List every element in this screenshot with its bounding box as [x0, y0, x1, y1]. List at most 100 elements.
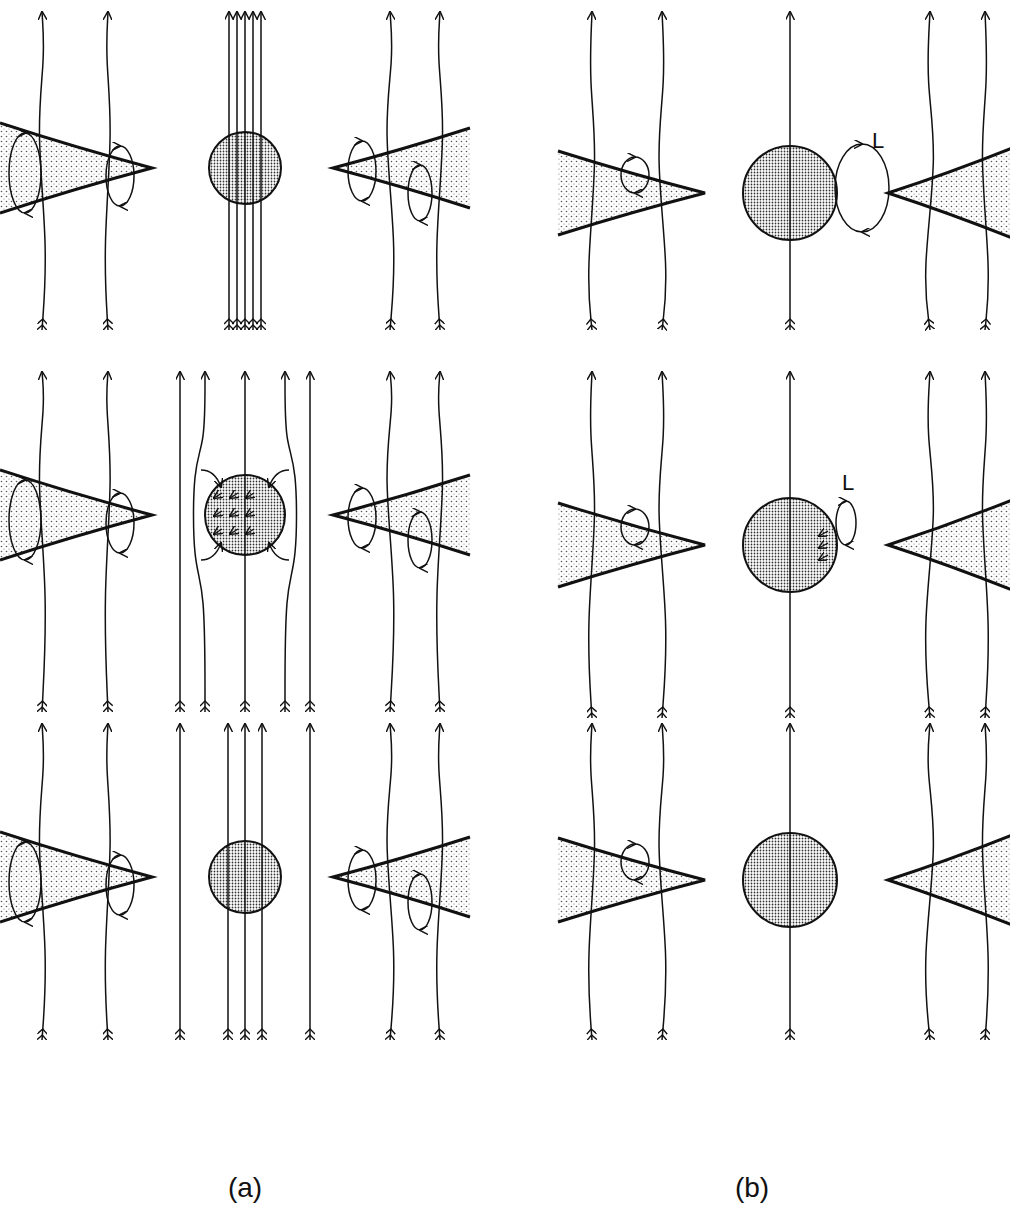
flux-line: [659, 372, 666, 718]
flux-loop: [9, 133, 25, 213]
flux-line: [260, 12, 262, 330]
current-arrow: [214, 493, 222, 498]
flux-loop: [835, 144, 862, 232]
drawing: [0, 12, 1010, 1040]
flux-line: [926, 372, 934, 718]
current-arrow: [214, 529, 222, 534]
superconductor-wedge: [0, 123, 152, 213]
flux-loop: [408, 874, 420, 930]
current-arrow: [819, 543, 828, 548]
flux-line: [982, 724, 988, 1040]
flux-loop: [106, 493, 120, 553]
wedge-outline: [333, 128, 470, 208]
superconductor-wedge: [333, 837, 470, 917]
current-arrow: [214, 511, 222, 516]
flux-line: [244, 724, 246, 1040]
superconductor-wedge: [888, 148, 1010, 238]
flux-loop: [25, 133, 41, 213]
flux-hook: [201, 543, 221, 560]
flux-loop: [621, 157, 635, 193]
flux-loop: [362, 488, 376, 548]
current-arrow: [230, 493, 238, 498]
flux-loop: [362, 850, 376, 910]
wedge-outline: [558, 151, 705, 235]
superconductor-wedge: [0, 470, 152, 560]
current-arrow: [246, 511, 254, 516]
flux-line: [659, 12, 666, 330]
current-arrow: [246, 529, 254, 534]
flux-hook: [201, 470, 221, 487]
superconductor-wedge: [0, 832, 152, 922]
flux-line: [179, 372, 181, 712]
flux-loop: [25, 480, 41, 560]
flux-line: [926, 12, 934, 330]
current-arrow: [819, 555, 828, 560]
flux-line: [789, 372, 791, 718]
flux-line: [982, 372, 988, 718]
flux-line: [228, 12, 230, 330]
flux-line: [659, 724, 666, 1040]
flux-line: [244, 12, 246, 330]
flux-line: [589, 724, 595, 1040]
flux-loop: [420, 512, 432, 568]
flux-loop: [621, 844, 635, 880]
flux-loop: [635, 509, 649, 545]
flux-line: [227, 724, 229, 1040]
flux-loop: [9, 842, 25, 922]
panel-label: (a): [228, 1172, 262, 1204]
flux-line: [252, 12, 254, 330]
flux-loop: [348, 488, 362, 548]
flux-loop: [408, 165, 420, 221]
flux-loop: [621, 509, 635, 545]
current-arrow: [246, 493, 254, 498]
superconductor-wedge: [888, 835, 1010, 925]
flux-line: [589, 372, 595, 718]
panel-label: (b): [735, 1172, 769, 1204]
flux-hook: [269, 470, 289, 487]
flux-line: [437, 12, 443, 330]
flux-line: [309, 372, 311, 712]
current-arrow: [230, 529, 238, 534]
wedge-outline: [0, 123, 152, 213]
superconductor-wedge: [333, 475, 470, 555]
flux-line: [244, 372, 246, 712]
flux-loop: [362, 141, 376, 201]
superconductor-wedge: [888, 500, 1010, 590]
superconductor-wedge: [558, 151, 705, 235]
flux-loop: [120, 855, 134, 915]
wedge-outline: [558, 503, 705, 587]
flux-line: [437, 724, 443, 1040]
flux-hook: [269, 543, 289, 560]
current-arrow: [230, 511, 238, 516]
flux-line: [589, 12, 595, 330]
flux-line: [39, 372, 45, 712]
loop-label: L: [842, 470, 854, 496]
flux-loop: [862, 144, 889, 232]
flux-loop: [348, 850, 362, 910]
superconductor-wedge: [558, 838, 705, 922]
wedge-outline: [888, 500, 1010, 590]
flux-line: [437, 372, 443, 712]
flux-line: [236, 12, 238, 330]
flux-loop: [25, 842, 41, 922]
flux-loop: [836, 501, 846, 545]
wedge-outline: [0, 470, 152, 560]
loop-label: L: [872, 128, 884, 154]
wedge-outline: [888, 835, 1010, 925]
flux-line: [261, 724, 263, 1040]
wedge-outline: [333, 837, 470, 917]
flux-line: [194, 372, 206, 712]
wedge-outline: [333, 475, 470, 555]
flux-line: [926, 724, 934, 1040]
flux-line: [789, 724, 791, 1040]
current-arrow: [819, 531, 828, 536]
flux-loop: [408, 512, 420, 568]
wedge-outline: [558, 838, 705, 922]
flux-line: [285, 372, 297, 712]
flux-loop: [120, 146, 134, 206]
flux-line: [387, 724, 394, 1040]
flux-line: [982, 12, 988, 330]
wedge-outline: [0, 832, 152, 922]
